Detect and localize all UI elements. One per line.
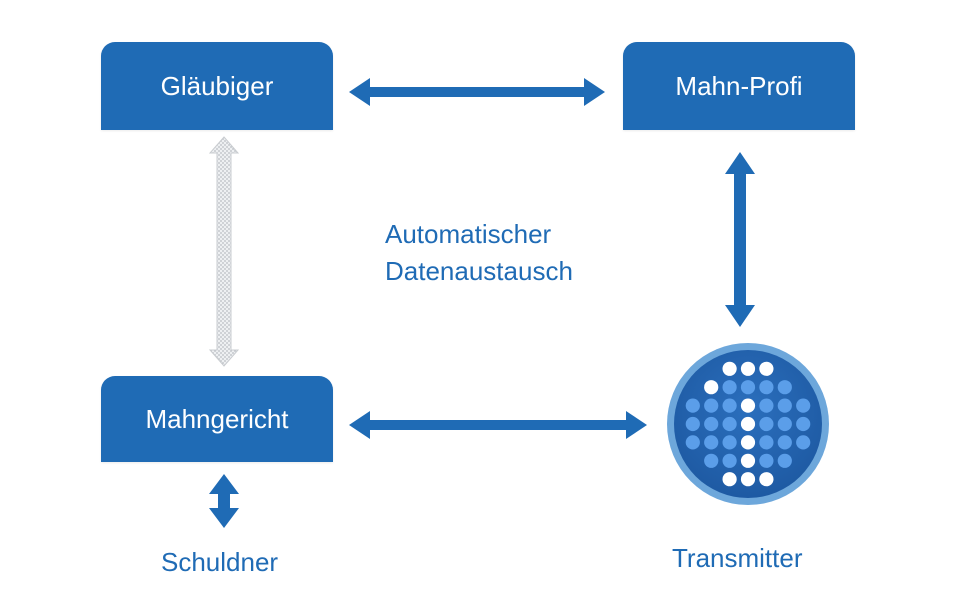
logo-dot	[759, 398, 774, 413]
logo-dot	[722, 472, 737, 487]
arrow-mahngericht-transmitter	[349, 411, 647, 439]
transmitter-logo-icon	[667, 343, 829, 505]
node-mahngericht-label: Mahngericht	[145, 403, 289, 434]
logo-dot	[777, 435, 792, 450]
arrow-mahngericht-schuldner	[209, 474, 239, 528]
logo-dot	[740, 435, 756, 450]
logo-dot	[722, 380, 737, 395]
logo-dot	[722, 398, 737, 413]
logo-dot	[759, 361, 774, 376]
logo-dot	[759, 472, 774, 487]
logo-dot	[704, 398, 719, 413]
logo-dot	[777, 416, 792, 432]
logo-dot	[722, 435, 737, 450]
logo-dot	[740, 453, 756, 468]
logo-dot	[759, 435, 774, 450]
logo-dot	[759, 453, 774, 468]
node-glaeubiger: Gläubiger	[101, 42, 333, 130]
logo-dot	[740, 361, 756, 376]
logo-dot	[685, 416, 700, 432]
node-mahn-profi-label: Mahn-Profi	[675, 70, 803, 101]
logo-dot	[796, 435, 811, 450]
logo-dot	[685, 398, 700, 413]
logo-dot	[796, 398, 811, 413]
logo-dot	[759, 416, 774, 432]
logo-dot	[722, 361, 737, 376]
center-label-line-1: Automatischer	[385, 219, 552, 249]
logo-dot	[722, 416, 737, 432]
arrow-mahnprofi-transmitter	[725, 152, 755, 327]
node-glaeubiger-label: Gläubiger	[160, 70, 274, 101]
logo-dot	[740, 380, 756, 395]
logo-dot	[740, 472, 756, 487]
logo-dot	[740, 416, 756, 432]
node-mahngericht: Mahngericht	[101, 376, 333, 462]
node-mahn-profi: Mahn-Profi	[623, 42, 855, 130]
logo-dot	[704, 435, 719, 450]
node-schuldner-label: Schuldner	[161, 547, 279, 577]
logo-dot	[777, 380, 792, 395]
center-label-line-2: Datenaustausch	[385, 256, 573, 286]
logo-dot	[796, 416, 811, 432]
arrow-glaeubiger-mahngericht	[208, 136, 240, 367]
arrow-glaeubiger-mahnprofi	[349, 78, 605, 106]
logo-dot	[704, 416, 719, 432]
node-transmitter-label: Transmitter	[672, 543, 803, 573]
logo-dot	[777, 398, 792, 413]
logo-dot	[704, 380, 719, 395]
logo-dot	[740, 398, 756, 413]
logo-dot	[704, 453, 719, 468]
logo-dot	[759, 380, 774, 395]
logo-dot	[722, 453, 737, 468]
logo-dot	[685, 435, 700, 450]
logo-dot	[777, 453, 792, 468]
